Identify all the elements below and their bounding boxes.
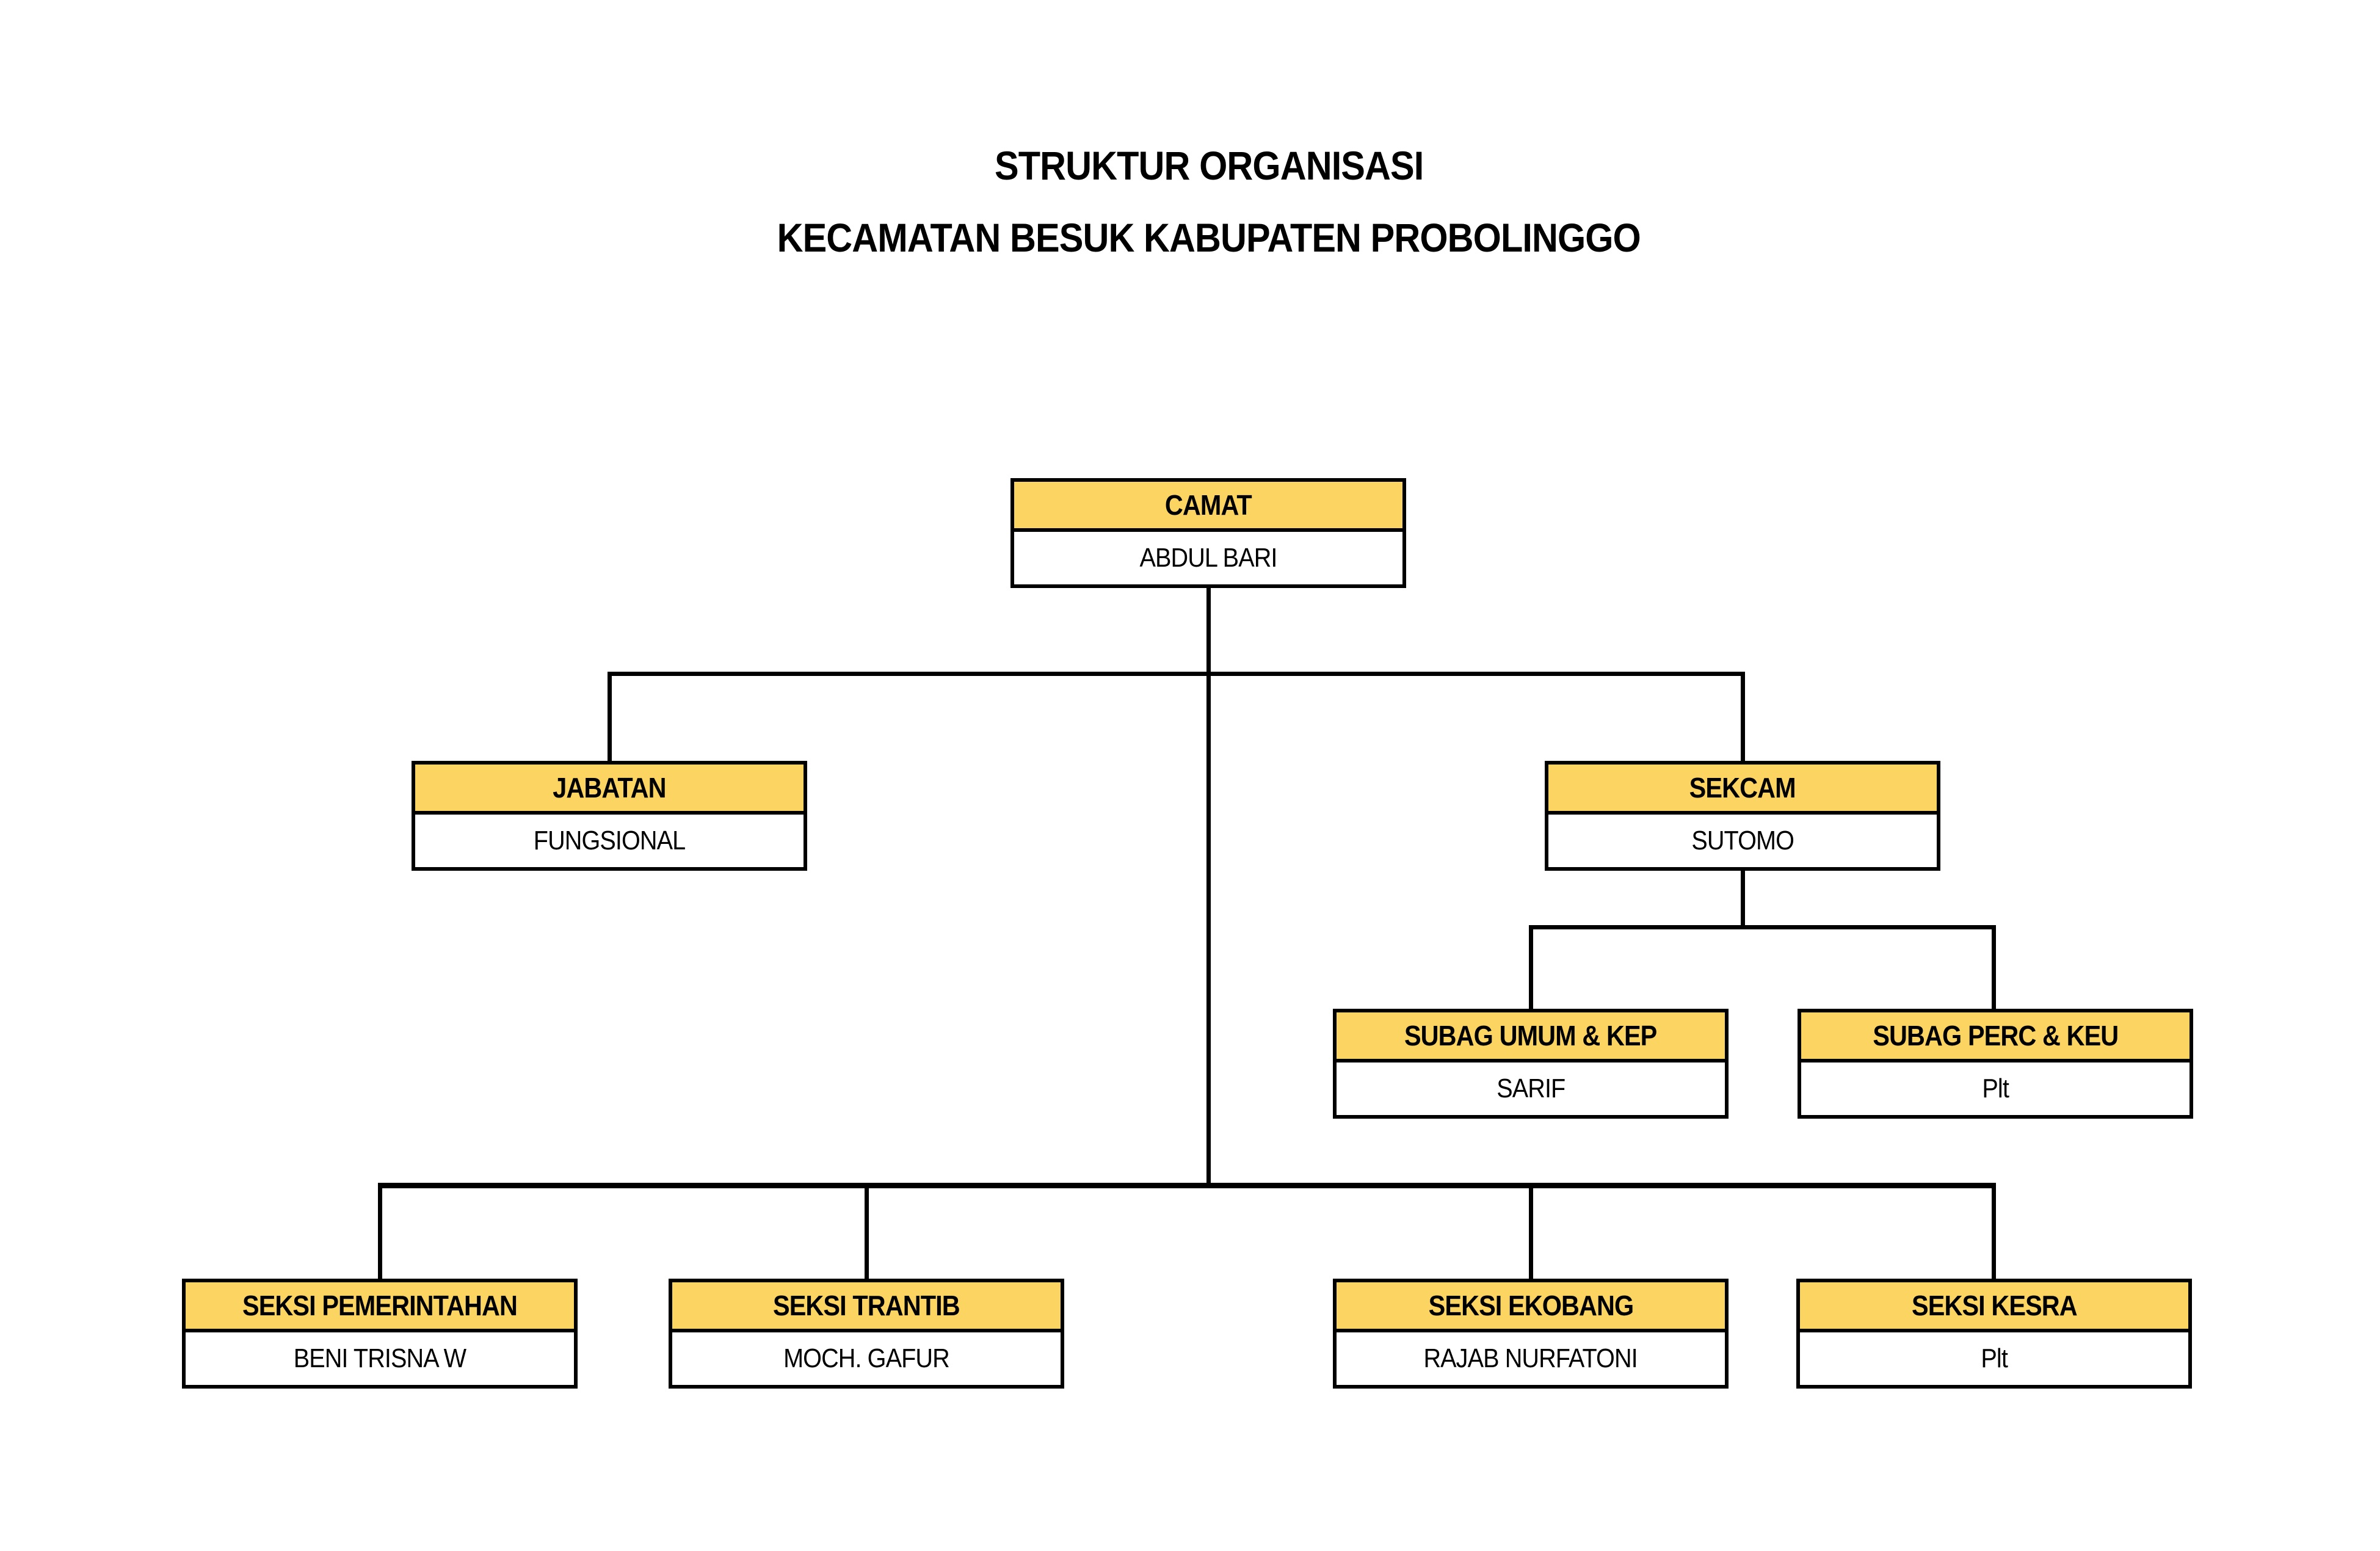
org-node-subag-perc-name: Plt: [1801, 1062, 2190, 1115]
connector-branch-seksi: [378, 1183, 1996, 1188]
org-node-jabatan: JABATAN FUNGSIONAL: [412, 761, 807, 871]
org-node-seksi-kesra-title: SEKSI KESRA: [1800, 1282, 2188, 1332]
org-node-seksi-trantib-title-text: SEKSI TRANTIB: [773, 1290, 960, 1321]
org-node-seksi-trantib-title: SEKSI TRANTIB: [672, 1282, 1061, 1332]
org-node-seksi-ekobang-name-text: RAJAB NURFATONI: [1423, 1343, 1638, 1373]
org-node-subag-perc-name-text: Plt: [1982, 1073, 2009, 1103]
org-node-subag-umum-title: SUBAG UMUM & KEP: [1337, 1012, 1725, 1062]
org-node-camat-name-text: ABDUL BARI: [1139, 543, 1277, 573]
org-node-sekcam-name: SUTOMO: [1548, 815, 1937, 867]
connector-drop-trantib: [865, 1183, 869, 1280]
org-node-seksi-pemerintahan-name-text: BENI TRISNA W: [293, 1343, 466, 1373]
org-node-sekcam: SEKCAM SUTOMO: [1545, 761, 1940, 871]
connector-drop-jabatan: [608, 672, 612, 762]
connector-drop-sekcam: [1741, 672, 1745, 762]
org-node-seksi-pemerintahan-title: SEKSI PEMERINTAHAN: [186, 1282, 574, 1332]
org-node-subag-umum: SUBAG UMUM & KEP SARIF: [1333, 1009, 1729, 1119]
org-node-jabatan-title-text: JABATAN: [553, 772, 666, 804]
org-node-camat: CAMAT ABDUL BARI: [1010, 478, 1406, 588]
org-node-seksi-kesra-name: Plt: [1800, 1332, 2188, 1385]
connector-camat-trunk: [1206, 587, 1211, 1187]
org-node-seksi-kesra-title-text: SEKSI KESRA: [1911, 1290, 2078, 1321]
chart-title-block: STRUKTUR ORGANISASI KECAMATAN BESUK KABU…: [598, 145, 1819, 258]
chart-title-line1: STRUKTUR ORGANISASI: [598, 145, 1819, 186]
org-node-jabatan-title: JABATAN: [415, 765, 804, 815]
org-node-sekcam-title-text: SEKCAM: [1689, 772, 1796, 804]
org-node-seksi-ekobang-title: SEKSI EKOBANG: [1337, 1282, 1725, 1332]
org-node-seksi-pemerintahan-name: BENI TRISNA W: [186, 1332, 574, 1385]
org-node-seksi-kesra: SEKSI KESRA Plt: [1796, 1279, 2192, 1389]
org-node-seksi-trantib-name: MOCH. GAFUR: [672, 1332, 1061, 1385]
chart-title-line2-text: KECAMATAN BESUK KABUPATEN PROBOLINGGO: [777, 215, 1641, 260]
connector-branch-level2: [608, 672, 1745, 676]
org-node-seksi-ekobang-name: RAJAB NURFATONI: [1337, 1332, 1725, 1385]
org-node-seksi-ekobang-title-text: SEKSI EKOBANG: [1428, 1290, 1634, 1321]
chart-title-line2: KECAMATAN BESUK KABUPATEN PROBOLINGGO: [598, 217, 1819, 258]
org-node-seksi-trantib: SEKSI TRANTIB MOCH. GAFUR: [669, 1279, 1064, 1389]
org-node-camat-title-text: CAMAT: [1165, 489, 1252, 521]
connector-drop-kesra: [1992, 1183, 1996, 1280]
connector-drop-pemerintahan: [378, 1183, 382, 1280]
org-node-subag-perc-title-text: SUBAG PERC & KEU: [1873, 1020, 2119, 1052]
org-node-subag-perc: SUBAG PERC & KEU Plt: [1798, 1009, 2193, 1119]
org-node-sekcam-title: SEKCAM: [1548, 765, 1937, 815]
org-node-seksi-pemerintahan: SEKSI PEMERINTAHAN BENI TRISNA W: [182, 1279, 578, 1389]
connector-drop-subag-umum: [1529, 925, 1533, 1010]
org-node-camat-name: ABDUL BARI: [1014, 532, 1402, 584]
org-node-jabatan-name: FUNGSIONAL: [415, 815, 804, 867]
org-node-seksi-trantib-name-text: MOCH. GAFUR: [783, 1343, 950, 1373]
org-node-seksi-pemerintahan-title-text: SEKSI PEMERINTAHAN: [242, 1290, 518, 1321]
org-node-subag-perc-title: SUBAG PERC & KEU: [1801, 1012, 2190, 1062]
connector-sekcam-trunk: [1741, 870, 1745, 929]
chart-title-line1-text: STRUKTUR ORGANISASI: [994, 143, 1424, 188]
org-node-camat-title: CAMAT: [1014, 482, 1402, 532]
org-node-jabatan-name-text: FUNGSIONAL: [533, 826, 686, 855]
connector-branch-subag: [1529, 925, 1996, 929]
org-node-sekcam-name-text: SUTOMO: [1691, 826, 1794, 855]
org-node-subag-umum-name: SARIF: [1337, 1062, 1725, 1115]
connector-drop-subag-perc: [1992, 925, 1996, 1010]
org-node-seksi-ekobang: SEKSI EKOBANG RAJAB NURFATONI: [1333, 1279, 1729, 1389]
connector-drop-ekobang: [1529, 1183, 1533, 1280]
org-node-seksi-kesra-name-text: Plt: [1981, 1343, 2008, 1373]
org-node-subag-umum-title-text: SUBAG UMUM & KEP: [1404, 1020, 1657, 1052]
org-node-subag-umum-name-text: SARIF: [1496, 1073, 1566, 1103]
